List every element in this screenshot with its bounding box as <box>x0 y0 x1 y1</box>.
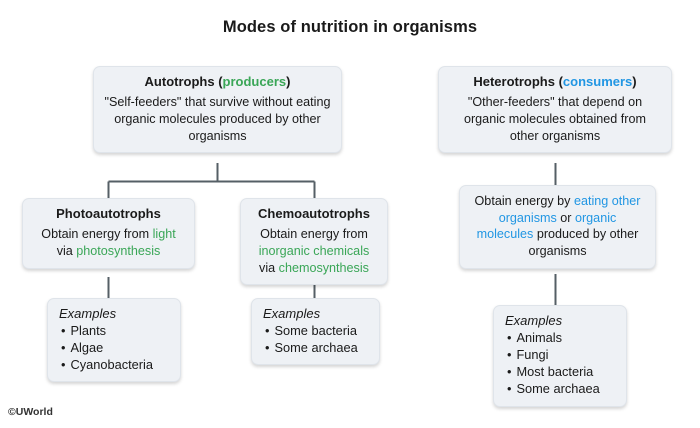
node-chemoautotrophs-body-part2: via <box>259 260 279 275</box>
node-chemoautotrophs-body-part1: Obtain energy from <box>260 227 368 242</box>
examples-photoautotrophs-list: Plants Algae Cyanobacteria <box>57 322 171 373</box>
node-heterotroph-detail-part3: produced by other organisms <box>528 227 639 259</box>
node-examples-heterotrophs: Examples Animals Fungi Most bacteria Som… <box>493 305 627 407</box>
node-heterotrophs-heading: Heterotrophs (consumers) <box>448 74 662 90</box>
node-heterotroph-detail-accent-eating: eating other organisms <box>498 194 641 225</box>
list-item: Some bacteria <box>265 322 370 339</box>
node-examples-photoautotrophs: Examples Plants Algae Cyanobacteria <box>47 298 181 383</box>
node-photoautotrophs-body-part2: via <box>56 243 77 258</box>
list-item: Most bacteria <box>507 363 617 380</box>
node-autotrophs-body: "Self-feeders" that survive without eati… <box>104 95 331 143</box>
examples-photoautotrophs-title: Examples <box>59 306 117 321</box>
node-chemoautotrophs: Chemoautotrophs Obtain energy from inorg… <box>240 198 388 286</box>
list-item: Algae <box>61 339 171 356</box>
list-item: Some archaea <box>507 380 617 397</box>
node-photoautotrophs-body-part1: Obtain energy from <box>41 227 153 242</box>
node-examples-chemoautotrophs: Examples Some bacteria Some archaea <box>251 298 380 366</box>
node-autotrophs-heading: Autotrophs (producers) <box>103 74 332 90</box>
page-title: Modes of nutrition in organisms <box>222 18 478 36</box>
list-item: Some archaea <box>265 339 370 356</box>
node-autotrophs-heading-text: Autotrophs ( <box>144 74 223 89</box>
node-photoautotrophs-accent-light: light <box>152 227 176 242</box>
node-heterotroph-detail-accent-organic: organic molecules <box>476 210 617 242</box>
node-heterotroph-detail-part1: Obtain energy by <box>474 194 574 208</box>
node-heterotroph-detail-body: Obtain energy by eating other organisms … <box>469 193 646 260</box>
node-photoautotrophs-accent-photosynthesis: photosynthesis <box>76 243 161 258</box>
node-photoautotrophs: Photoautotrophs Obtain energy from light… <box>22 198 195 269</box>
node-autotrophs-heading-accent: producers <box>222 74 287 89</box>
node-chemoautotrophs-body: Obtain energy from inorganic chemicals v… <box>250 226 378 276</box>
examples-chemoautotrophs-title: Examples <box>263 306 321 321</box>
node-heterotroph-detail: Obtain energy by eating other organisms … <box>459 185 656 269</box>
node-photoautotrophs-heading: Photoautotrophs <box>56 206 161 221</box>
node-chemoautotrophs-accent-inorganic: inorganic chemicals <box>258 243 370 258</box>
node-heterotrophs-body: "Other-feeders" that depend on organic m… <box>463 95 646 143</box>
uworld-watermark: ©UWorld <box>8 406 53 418</box>
node-chemoautotrophs-accent-chemosynthesis: chemosynthesis <box>278 260 369 275</box>
examples-heterotrophs-title: Examples <box>505 313 563 328</box>
node-photoautotrophs-body: Obtain energy from light via photosynthe… <box>32 226 185 259</box>
node-heterotrophs: Heterotrophs (consumers) "Other-feeders"… <box>438 66 672 154</box>
node-heterotrophs-heading-text: Heterotrophs ( <box>473 74 563 89</box>
node-heterotrophs-heading-accent: consumers <box>562 74 633 89</box>
list-item: Fungi <box>507 346 617 363</box>
node-autotrophs: Autotrophs (producers) "Self-feeders" th… <box>93 66 342 154</box>
examples-heterotrophs-list: Animals Fungi Most bacteria Some archaea <box>503 329 617 398</box>
node-chemoautotrophs-heading: Chemoautotrophs <box>258 206 370 221</box>
node-heterotroph-detail-part2: or <box>556 210 575 225</box>
list-item: Plants <box>61 322 171 339</box>
list-item: Cyanobacteria <box>61 356 171 373</box>
examples-chemoautotrophs-list: Some bacteria Some archaea <box>261 322 370 356</box>
node-autotrophs-heading-close: ) <box>286 74 291 89</box>
list-item: Animals <box>507 329 617 346</box>
node-heterotrophs-heading-close: ) <box>632 74 637 89</box>
